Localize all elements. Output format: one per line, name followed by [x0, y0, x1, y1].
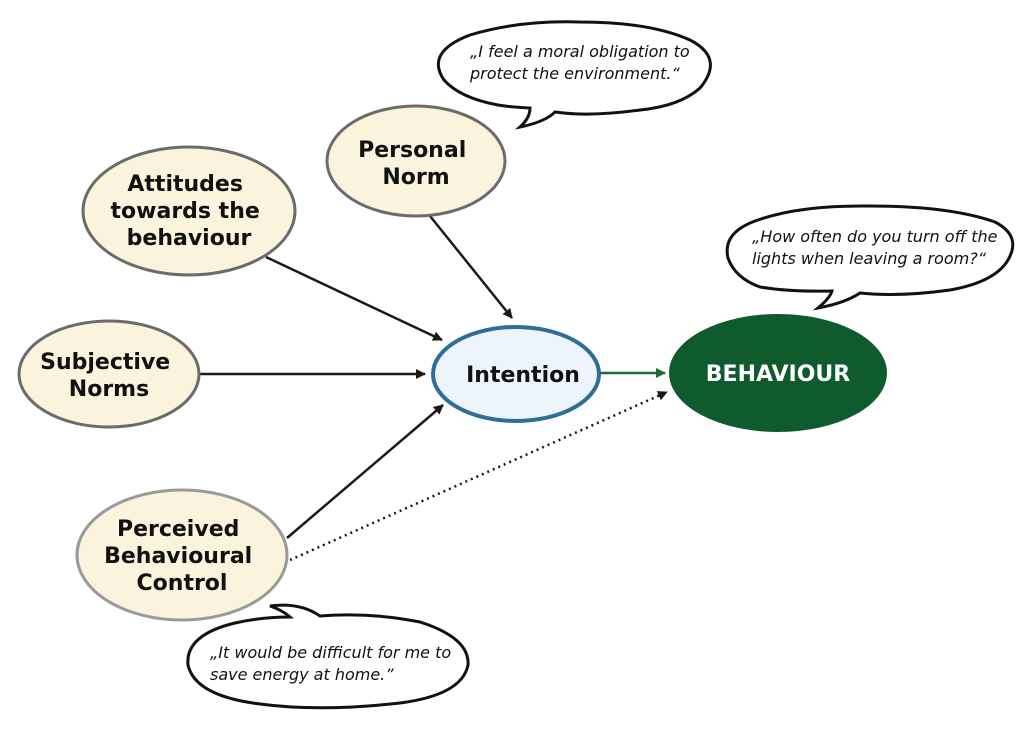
svg-text:„It would be difficult for me: „It would be difficult for me to save en…	[210, 643, 456, 684]
arrow-control-to-intention	[286, 404, 444, 539]
node-label-line: Attitudes	[127, 172, 243, 197]
quote-bubble-moral-obligation: „I feel a moral obligation to protect th…	[436, 20, 712, 130]
quote-text-line: protect the environment.“	[469, 64, 680, 83]
quote-text-line: „I feel a moral obligation to	[470, 42, 690, 61]
quote-bubble-turn-off-lights: „How often do you turn off the lights wh…	[725, 204, 1015, 311]
node-attitudes: Attitudes towards the behaviour	[81, 145, 297, 277]
svg-text:Personal Norm: Personal Norm	[358, 138, 474, 190]
node-label-line: Subjective	[40, 350, 170, 375]
arrow-attitudes-to-intention	[265, 255, 443, 342]
node-behaviour: BEHAVIOUR	[669, 314, 887, 432]
svg-text:„How often do you turn off the: „How often do you turn off the lights wh…	[752, 227, 1003, 268]
quote-text-line: lights when leaving a room?“	[752, 249, 987, 268]
node-label-line: Personal	[358, 138, 466, 163]
svg-text:Perceived Behavioural: Perceived Behavioural Control	[104, 517, 260, 596]
quote-text-line: „How often do you turn off the	[752, 227, 998, 246]
node-perceived-control: Perceived Behavioural Control	[75, 488, 289, 622]
node-label-line: Intention	[466, 363, 580, 388]
node-label-line: behaviour	[127, 226, 252, 251]
node-label-line: Control	[137, 571, 228, 596]
arrow-personal-norm-to-intention	[429, 215, 513, 319]
svg-text:Subjective Norms: Subjective Norms	[40, 350, 178, 402]
quote-text-line: „It would be difficult for me to	[210, 643, 451, 662]
svg-text:BEHAVIOUR: BEHAVIOUR	[706, 362, 851, 387]
svg-text:Attitudes towards the: Attitudes towards the behaviour	[111, 172, 268, 251]
node-label-line: Perceived	[117, 517, 239, 542]
node-label-line: Norms	[69, 377, 149, 402]
node-intention: Intention	[431, 325, 601, 423]
quote-text-line: save energy at home.”	[210, 665, 394, 684]
quote-bubble-difficult-save: „It would be difficult for me to save en…	[186, 603, 470, 710]
svg-text:„I feel a moral obligation to: „I feel a moral obligation to protect th…	[469, 42, 695, 83]
node-label-line: Behavioural	[104, 544, 252, 569]
svg-text:Intention: Intention	[466, 363, 580, 388]
node-label-line: BEHAVIOUR	[706, 362, 851, 387]
dotted-arrow-control-to-behaviour	[289, 390, 668, 562]
node-label-line: towards the	[111, 199, 260, 224]
node-subjective-norms: Subjective Norms	[17, 319, 201, 429]
node-label-line: Norm	[382, 165, 449, 190]
node-personal-norm: Personal Norm	[325, 104, 507, 218]
